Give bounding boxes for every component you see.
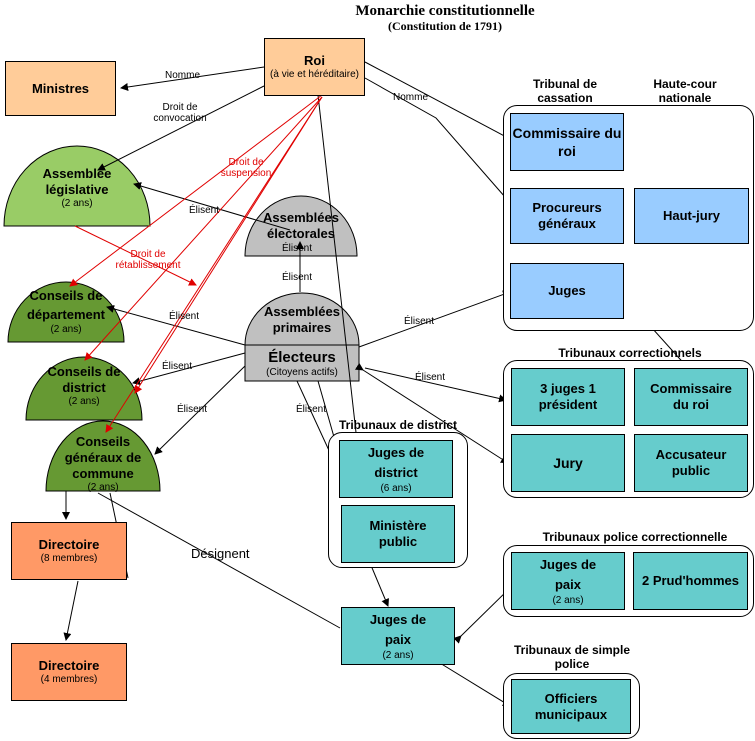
node-directoire-4-title: Directoire [38, 658, 100, 673]
node-conseils-commune-title: Conseils généraux de commune [64, 434, 142, 481]
node-officiers-municipaux-title: Officiers municipaux [534, 690, 608, 722]
node-juges-paix-sub: (2 ans) [382, 650, 414, 661]
node-procureurs-generaux-title: Procureurs généraux [532, 200, 602, 231]
node-roi-sub: (à vie et héréditaire) [270, 69, 359, 80]
node-ministres-title: Ministres [31, 80, 90, 96]
node-ministere-public-title: Ministère public [369, 518, 427, 549]
node-conseils-district-sub: (2 ans) [68, 396, 100, 407]
node-procureurs-generaux: Procureurs généraux [510, 188, 624, 244]
node-assemblees-primaires-title: Assemblées primaires [264, 304, 340, 335]
shape-electeurs [244, 344, 360, 382]
node-commissaire-roi-correctionnel-title: Commissaire du roi [650, 381, 732, 412]
label-nomme-ministres: Nomme [165, 70, 201, 81]
node-trois-juges: 3 juges 1 président [511, 368, 625, 426]
shape-assemblees-electorales [244, 195, 358, 257]
node-conseils-district-title: Conseils de district [47, 364, 121, 395]
node-conseils-departement: Conseils de département (2 ans) [20, 286, 112, 336]
node-directoire-4: Directoire (4 membres) [11, 643, 127, 701]
node-assemblees-electorales: Assemblées électorales [252, 210, 350, 242]
node-jury: Jury [511, 434, 625, 492]
node-jury-title: Jury [553, 455, 583, 471]
node-juges-cassation: Juges [510, 263, 624, 319]
node-conseils-departement-sub: (2 ans) [50, 324, 82, 335]
node-electeurs: Électeurs (Citoyens actifs) [245, 349, 359, 379]
label-droit-convocation: Droit de convocation [153, 102, 207, 124]
label-elisent-juges: Élisent [404, 316, 435, 327]
node-electeurs-sub: (Citoyens actifs) [266, 367, 338, 378]
node-assemblee-legislative-sub: (2 ans) [61, 198, 93, 209]
label-designent: Désignent [191, 546, 250, 561]
shape-assemblee-legislative [3, 145, 151, 227]
node-directoire-4-sub: (4 membres) [40, 674, 98, 685]
label-droit-suspension: Droit de suspension [220, 157, 272, 179]
diagram-subtitle: (Constitution de 1791) [387, 19, 502, 33]
node-directoire-8: Directoire (8 membres) [11, 522, 127, 580]
diagram-title: Monarchie constitutionnelle [355, 3, 535, 19]
group-title-tribunaux-district: Tribunaux de district [338, 418, 458, 432]
node-juges-paix: Juges de paix (2 ans) [341, 607, 455, 665]
label-elisent-correctionnels: Élisent [415, 372, 446, 383]
node-commissaire-roi-cassation-title: Commissaire du roi [512, 125, 622, 159]
group-title-haute-cour: Haute-cour nationale [653, 77, 717, 105]
node-juges-district-sub: (6 ans) [380, 483, 412, 494]
node-assemblee-legislative-title: Assemblée législative [42, 166, 112, 197]
group-title-tribunaux-police-correctionnelle: Tribunaux police correctionnelle [542, 530, 728, 544]
node-directoire-8-title: Directoire [38, 537, 100, 552]
label-elisent-departement: Élisent [169, 311, 200, 322]
node-roi-title: Roi [304, 53, 325, 68]
node-juges-paix-police-sub: (2 ans) [552, 595, 584, 606]
node-assemblees-electorales-title: Assemblées électorales [263, 210, 339, 241]
label-elisent-legislative: Élisent [189, 205, 220, 216]
node-juges-district-title: Juges de district [367, 445, 425, 480]
label-elisent-district: Élisent [162, 361, 193, 372]
label-elisent-commune: Élisent [177, 404, 208, 415]
node-juges-district: Juges de district (6 ans) [339, 440, 453, 498]
node-prudhommes-title: 2 Prud'hommes [641, 573, 739, 588]
node-assemblees-primaires: Assemblées primaires [252, 304, 352, 336]
group-title-tribunaux-correctionnels: Tribunaux correctionnels [558, 346, 702, 360]
node-assemblee-legislative: Assemblée législative (2 ans) [30, 166, 124, 210]
group-title-tribunaux-simple-police: Tribunaux de simple police [513, 643, 631, 671]
node-juges-paix-police: Juges de paix (2 ans) [511, 552, 625, 610]
node-conseils-commune: Conseils généraux de commune (2 ans) [60, 434, 146, 494]
shape-assemblees-primaires [244, 292, 360, 346]
label-elisent-district-trib: Élisent [296, 404, 327, 415]
label-droit-retablissement: Droit de rétablissement [115, 249, 181, 271]
node-conseils-commune-sub: (2 ans) [87, 482, 119, 493]
label-nomme-cassation: Nomme [393, 92, 429, 103]
node-juges-cassation-title: Juges [548, 283, 586, 298]
group-title-tribunal-cassation: Tribunal de cassation [532, 77, 597, 105]
node-directoire-8-sub: (8 membres) [40, 553, 98, 564]
node-haut-jury-title: Haut-jury [662, 208, 721, 223]
label-elisent-electorales: Élisent [282, 243, 313, 254]
node-prudhommes: 2 Prud'hommes [633, 552, 748, 610]
node-conseils-district: Conseils de district (2 ans) [44, 364, 124, 408]
node-officiers-municipaux: Officiers municipaux [511, 679, 631, 734]
node-haut-jury: Haut-jury [634, 188, 749, 244]
node-juges-paix-title: Juges de paix [369, 612, 427, 647]
node-commissaire-roi-cassation: Commissaire du roi [510, 113, 624, 171]
node-trois-juges-title: 3 juges 1 président [538, 381, 598, 412]
node-ministere-public: Ministère public [341, 505, 455, 563]
node-commissaire-roi-correctionnel: Commissaire du roi [634, 368, 748, 426]
node-accusateur-public: Accusateur public [634, 434, 748, 492]
node-electeurs-title: Électeurs [268, 349, 336, 366]
shape-conseils-commune [45, 420, 161, 492]
node-conseils-departement-title: Conseils de département [26, 288, 106, 322]
node-accusateur-public-title: Accusateur public [655, 447, 727, 478]
node-roi: Roi (à vie et héréditaire) [264, 38, 365, 96]
node-ministres: Ministres [5, 61, 116, 116]
label-elisent-primaires: Élisent [282, 272, 313, 283]
node-juges-paix-police-title: Juges de paix [539, 557, 597, 592]
